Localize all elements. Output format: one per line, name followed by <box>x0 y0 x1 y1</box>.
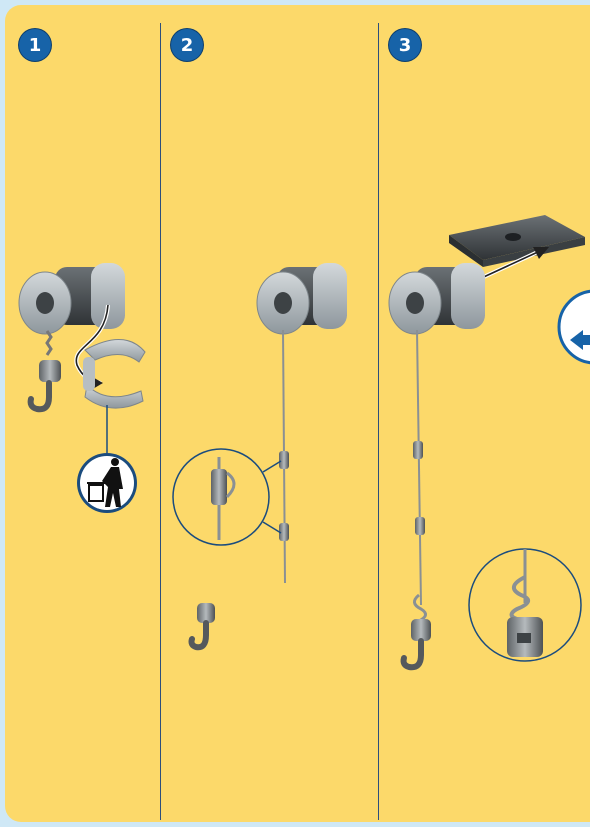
bracket-icon <box>449 215 585 267</box>
illustration <box>5 5 590 822</box>
spool-icon-2 <box>257 263 347 334</box>
hook-icon-3 <box>404 595 431 667</box>
trash-disposal-icon <box>77 453 137 513</box>
hook-icon <box>31 331 61 409</box>
spool-icon-3 <box>389 263 485 334</box>
instruction-panel: 1 2 3 <box>5 5 590 822</box>
hook-icon-2 <box>192 603 216 647</box>
return-arrow-icon <box>559 291 590 363</box>
spool-icon <box>19 263 125 334</box>
clip-icon <box>83 339 145 408</box>
